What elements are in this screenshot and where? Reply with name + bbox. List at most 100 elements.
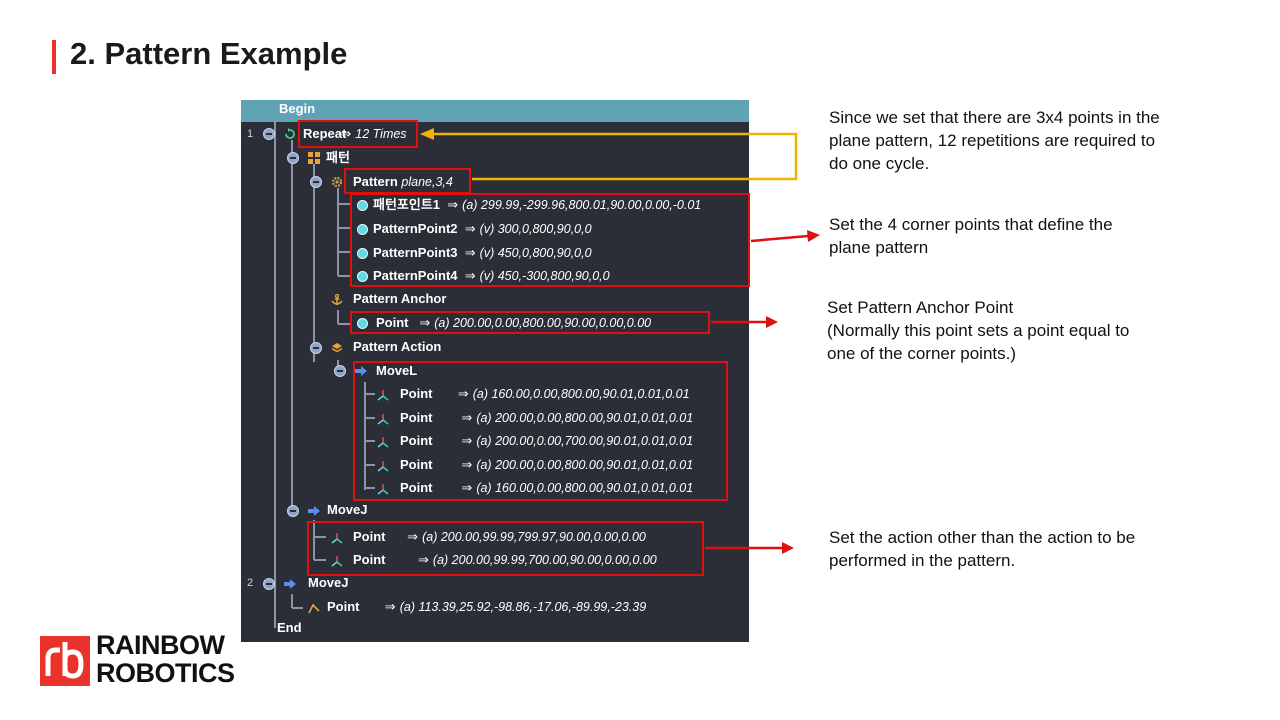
highlight-movej-points xyxy=(307,521,704,576)
tree-pattern-point-row[interactable]: 패턴포인트1 ⇒(a) 299.99,-299.96,800.01,90.00,… xyxy=(373,195,701,215)
movel-label: MoveL xyxy=(376,363,418,378)
collapse-toggle-repeat[interactable] xyxy=(263,128,275,140)
value-arrow: ⇒ xyxy=(464,268,476,283)
layers-icon xyxy=(331,341,343,353)
note-line: performed in the pattern. xyxy=(829,551,1016,570)
tree-pattern-point-row[interactable]: PatternPoint3 ⇒(v) 450,0,800,90,0,0 xyxy=(373,243,592,263)
value-arrow: ⇒ xyxy=(407,529,419,544)
pattern-group-label: 패턴 xyxy=(326,150,350,165)
collapse-toggle-pattern-action[interactable] xyxy=(310,342,322,354)
movej-inner-point-name: Point xyxy=(353,529,386,544)
point-dot-icon xyxy=(357,224,368,235)
pattern-label: Pattern xyxy=(353,174,398,189)
value-arrow: ⇒ xyxy=(447,197,459,212)
movel-point-name: Point xyxy=(400,410,433,425)
note-line: (Normally this point sets a point equal … xyxy=(827,321,1130,340)
movej-inner-point-value: (a) 200.00,99.99,700.00,90.00,0.00,0.00 xyxy=(432,553,657,567)
note-line: plane pattern, 12 repetitions are requir… xyxy=(829,131,1156,150)
joint-point-icon xyxy=(308,601,320,614)
logo-line-1: RAINBOW xyxy=(96,630,225,660)
tree-movej-outer-row[interactable]: MoveJ xyxy=(308,573,348,593)
program-tree-panel xyxy=(241,100,749,642)
note-corners: Set the 4 corner points that define the … xyxy=(829,213,1113,259)
pattern-point-name: PatternPoint3 xyxy=(373,245,458,260)
pattern-point-name: PatternPoint4 xyxy=(373,268,458,283)
value-arrow: ⇒ xyxy=(457,386,469,401)
point-dot-icon xyxy=(357,318,368,329)
note-line: do one cycle. xyxy=(829,154,930,173)
tcp-axes-icon xyxy=(377,388,389,401)
tree-movej-inner-row[interactable]: MoveJ xyxy=(327,500,367,520)
rainbow-robotics-logo-text: RAINBOW ROBOTICS xyxy=(96,631,235,687)
movej-outer-point-value: (a) 113.39,25.92,-98.86,-17.06,-89.99,-2… xyxy=(399,600,647,614)
note-line: one of the corner points.) xyxy=(827,344,1017,363)
tree-begin[interactable]: Begin xyxy=(279,99,315,119)
pattern-point-value: (v) 450,-300,800,90,0,0 xyxy=(479,269,610,283)
value-arrow: ⇒ xyxy=(461,457,473,472)
note-action: Set the action other than the action to … xyxy=(829,526,1135,572)
movel-point-value: (a) 160.00,0.00,800.00,90.01,0.01,0.01 xyxy=(472,387,690,401)
movel-point-value: (a) 200.00,0.00,800.00,90.01,0.01,0.01 xyxy=(476,458,694,472)
value-arrow: ⇒ xyxy=(461,433,473,448)
note-line: Set Pattern Anchor Point xyxy=(827,298,1014,317)
pattern-point-value: (a) 299.99,-299.96,800.01,90.00,0.00,-0.… xyxy=(462,198,702,212)
note-line: plane pattern xyxy=(829,238,929,257)
tree-movel-point-row[interactable]: Point ⇒(a) 200.00,0.00,800.00,90.01,0.01… xyxy=(400,455,693,475)
tree-movel-row[interactable]: MoveL xyxy=(376,361,417,381)
tree-movej-inner-point-row[interactable]: Point ⇒(a) 200.00,99.99,799.97,90.00,0.0… xyxy=(353,527,646,547)
note-line: Since we set that there are 3x4 points i… xyxy=(829,108,1160,127)
tree-pattern-point-row[interactable]: PatternPoint4 ⇒(v) 450,-300,800,90,0,0 xyxy=(373,266,610,286)
collapse-toggle-pattern[interactable] xyxy=(310,176,322,188)
begin-label: Begin xyxy=(279,101,316,116)
move-arrow-icon xyxy=(308,504,320,516)
tree-pattern-group-row[interactable]: 패턴 xyxy=(326,148,350,168)
anchor-point-value: (a) 200.00,0.00,800.00,90.00,0.00,0.00 xyxy=(434,316,652,330)
anchor-icon xyxy=(331,293,343,305)
panel-header-bar xyxy=(241,100,749,122)
repeat-icon xyxy=(284,127,296,139)
point-dot-icon xyxy=(357,200,368,211)
point-dot-icon xyxy=(357,271,368,282)
tree-movel-point-row[interactable]: Point ⇒(a) 160.00,0.00,800.00,90.01,0.01… xyxy=(400,478,693,498)
collapse-toggle-movej-inner[interactable] xyxy=(287,505,299,517)
value-arrow: ⇒ xyxy=(461,480,473,495)
movej-outer-label: MoveJ xyxy=(308,575,349,590)
movel-point-name: Point xyxy=(400,480,433,495)
pattern-point-name: PatternPoint2 xyxy=(373,221,458,236)
repeat-value: 12 Times xyxy=(355,127,407,141)
pattern-point-value: (v) 300,0,800,90,0,0 xyxy=(479,222,592,236)
line-number-1: 1 xyxy=(247,128,254,140)
tree-pattern-point-row[interactable]: PatternPoint2 ⇒(v) 300,0,800,90,0,0 xyxy=(373,219,592,239)
highlight-anchor-point xyxy=(350,311,710,334)
pattern-action-label: Pattern Action xyxy=(353,339,442,354)
movel-point-value: (a) 160.00,0.00,800.00,90.01,0.01,0.01 xyxy=(476,481,694,495)
move-arrow-icon xyxy=(355,364,367,376)
tree-movel-point-row[interactable]: Point ⇒(a) 200.00,0.00,800.00,90.01,0.01… xyxy=(400,408,693,428)
collapse-toggle-movel[interactable] xyxy=(334,365,346,377)
tree-pattern-anchor-row[interactable]: Pattern Anchor xyxy=(353,289,446,309)
end-label: End xyxy=(277,620,302,635)
tcp-axes-icon xyxy=(377,482,389,495)
collapse-toggle-pattern-group[interactable] xyxy=(287,152,299,164)
tree-anchor-point-row[interactable]: Point ⇒(a) 200.00,0.00,800.00,90.00,0.00… xyxy=(376,313,651,333)
value-arrow: ⇒ xyxy=(464,245,476,260)
tree-movel-point-row[interactable]: Point ⇒(a) 160.00,0.00,800.00,90.01,0.01… xyxy=(400,384,690,404)
movel-point-value: (a) 200.00,0.00,800.00,90.01,0.01,0.01 xyxy=(476,411,694,425)
rainbow-robotics-logo-mark xyxy=(40,636,90,686)
tree-movej-inner-point-row[interactable]: Point ⇒(a) 200.00,99.99,700.00,90.00,0.0… xyxy=(353,550,657,570)
point-dot-icon xyxy=(357,248,368,259)
value-arrow: ⇒ xyxy=(384,599,396,614)
tcp-axes-icon xyxy=(331,531,343,544)
tree-end[interactable]: End xyxy=(277,618,302,638)
pattern-point-value: (v) 450,0,800,90,0,0 xyxy=(479,246,592,260)
tree-repeat-row[interactable]: Repeat⇒12 Times xyxy=(303,124,407,144)
movel-point-name: Point xyxy=(400,457,433,472)
tree-movej-outer-point-row[interactable]: Point ⇒(a) 113.39,25.92,-98.86,-17.06,-8… xyxy=(327,597,646,617)
tree-pattern-action-row[interactable]: Pattern Action xyxy=(353,337,441,357)
slide-title: 2. Pattern Example xyxy=(70,36,348,71)
movel-point-name: Point xyxy=(400,433,433,448)
collapse-toggle-movej-outer[interactable] xyxy=(263,578,275,590)
movej-inner-label: MoveJ xyxy=(327,502,368,517)
tree-movel-point-row[interactable]: Point ⇒(a) 200.00,0.00,700.00,90.01,0.01… xyxy=(400,431,693,451)
pattern-grid-icon xyxy=(308,151,320,164)
